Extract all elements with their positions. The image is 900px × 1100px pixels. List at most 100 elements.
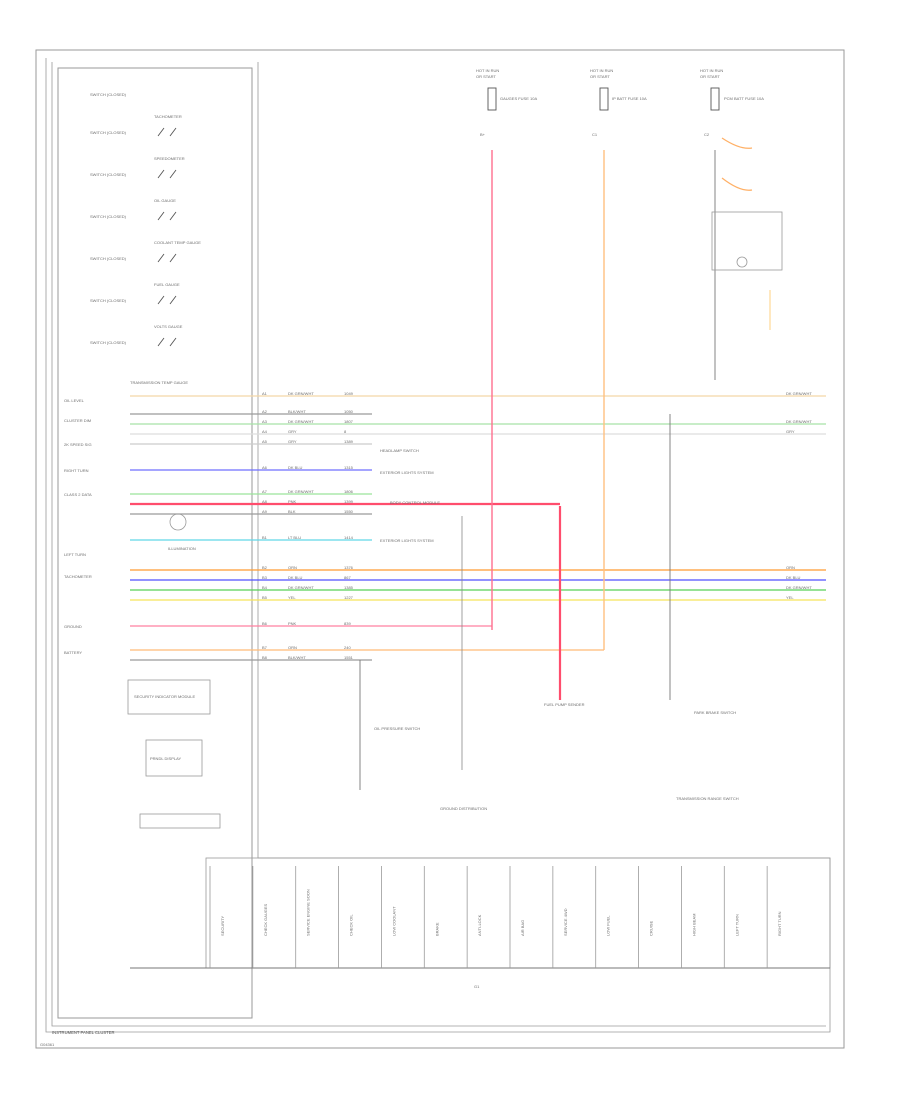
circuit-B8: BLK/WHT bbox=[288, 655, 306, 660]
circuit-B7: ORN bbox=[288, 645, 297, 650]
signal-label-speed_sig: 2K SPEED SIG bbox=[64, 442, 92, 447]
relay-feed-orange bbox=[721, 137, 753, 191]
indicator-label: SERVICE 4WD bbox=[563, 908, 568, 936]
fuse2-symbol bbox=[599, 87, 609, 111]
circuit-num-A9: 1550 bbox=[344, 509, 354, 514]
bcm-note: BODY CONTROL MODULE bbox=[390, 500, 440, 505]
circuit-B5: YEL bbox=[288, 595, 296, 600]
indicator-strip bbox=[205, 857, 831, 969]
prndl-label: PRNDL DISPLAY bbox=[150, 756, 181, 761]
circuit-B4: DK GRN/WHT bbox=[288, 585, 314, 590]
fuse1-line2: OR START bbox=[476, 74, 496, 79]
security-module-box bbox=[127, 679, 211, 715]
wire-dest-A3: DK GRN/WHT bbox=[786, 419, 812, 424]
gauge-switch-coolant_temp_gauge: SWITCH (CLOSED) bbox=[90, 256, 127, 261]
circuit-A2: BLK/WHT bbox=[288, 409, 306, 414]
gauge-name-speedometer: SPEEDOMETER bbox=[154, 156, 185, 161]
circuit-num-A6: 1315 bbox=[344, 465, 354, 470]
fuse2-line2: OR START bbox=[590, 74, 610, 79]
indicator-label: CRUISE bbox=[649, 921, 654, 936]
gauge-symbol-coolant_temp_gauge bbox=[157, 253, 177, 263]
oil-pressure-note: OIL PRESSURE SWITCH bbox=[374, 726, 420, 731]
pin-B8: B8 bbox=[262, 655, 268, 660]
circuit-num-A4: 8 bbox=[344, 429, 347, 434]
pin-B4: B4 bbox=[262, 585, 268, 590]
cluster-title: INSTRUMENT PANEL CLUSTER bbox=[52, 1030, 115, 1035]
signal-label-tach_sig: TACHOMETER bbox=[64, 574, 92, 579]
signal-label-left_turn: LEFT TURN bbox=[64, 552, 86, 557]
fuse1-label: GAUGES FUSE 10A bbox=[500, 96, 537, 101]
switch-label-top: SWITCH (CLOSED) bbox=[90, 92, 127, 97]
trans-range-note: TRANSMISSION RANGE SWITCH bbox=[676, 796, 739, 801]
fuse3-symbol bbox=[710, 87, 720, 111]
circuit-A4: GRY bbox=[288, 429, 297, 434]
circuit-num-B7: 240 bbox=[344, 645, 351, 650]
wire-dest-B3: DK BLU bbox=[786, 575, 801, 580]
relay-lamp bbox=[736, 256, 748, 268]
fuse1-line1: HOT IN RUN bbox=[476, 68, 499, 73]
gauge-name-coolant_temp_gauge: COOLANT TEMP GAUGE bbox=[154, 240, 201, 245]
indicator-label: SERVICE ENGINE SOON bbox=[306, 889, 311, 936]
fuse-block-1: HOT IN RUN OR START GAUGES FUSE 10A B+ bbox=[476, 68, 537, 137]
gauge-name-volt_gauge: VOLTS GAUGE bbox=[154, 324, 183, 329]
circuit-num-A1: 1049 bbox=[344, 391, 354, 396]
signal-label-oil_level: OIL LEVEL bbox=[64, 398, 85, 403]
park-brake-note: PARK BRAKE SWITCH bbox=[694, 710, 736, 715]
circuit-A3: DK GRN/WHT bbox=[288, 419, 314, 424]
ground-label: G1 bbox=[474, 984, 480, 989]
fuse3-label: PCM BATT FUSE 10A bbox=[724, 96, 764, 101]
fuse-block-2: HOT IN RUN OR START IP BATT FUSE 10A C1 bbox=[590, 68, 647, 137]
circuit-num-B4: 1385 bbox=[344, 585, 354, 590]
fuse3-line2: OR START bbox=[700, 74, 720, 79]
gauge-symbol-speedometer bbox=[157, 169, 177, 179]
circuit-num-A3: 1807 bbox=[344, 419, 354, 424]
circuit-A5: GRY bbox=[288, 439, 297, 444]
ext-lights-note2: EXTERIOR LIGHTS SYSTEM bbox=[380, 538, 434, 543]
indicator-label: CHECK GAUGES bbox=[263, 903, 268, 936]
indicator-label: LOW COOLANT bbox=[391, 906, 396, 936]
circuit-num-B8: 1551 bbox=[344, 655, 354, 660]
illumination-label: ILLUMINATION bbox=[168, 546, 196, 551]
signal-label-class2: CLASS 2 DATA bbox=[64, 492, 92, 497]
cluster-enclosure-inner bbox=[45, 58, 831, 1033]
ext-lights-note: EXTERIOR LIGHTS SYSTEM bbox=[380, 470, 434, 475]
gauge-name-fuel_gauge: FUEL GAUGE bbox=[154, 282, 180, 287]
gauge-symbol-fuel_gauge bbox=[157, 295, 177, 305]
wire-dest-B5: YEL bbox=[786, 595, 794, 600]
circuit-B1: LT BLU bbox=[288, 535, 301, 540]
pin-A3: A3 bbox=[262, 419, 268, 424]
pin-A8: A8 bbox=[262, 499, 268, 504]
circuit-B6: PNK bbox=[288, 621, 297, 626]
pin-A4: A4 bbox=[262, 429, 268, 434]
fuse3-code: C2 bbox=[704, 132, 710, 137]
indicator-label: ANTI-LOCK bbox=[477, 914, 482, 936]
cluster-enclosure-inner2 bbox=[51, 62, 826, 1027]
fuse2-label: IP BATT FUSE 10A bbox=[612, 96, 647, 101]
circuit-num-B2: 1376 bbox=[344, 565, 354, 570]
pin-B7: B7 bbox=[262, 645, 268, 650]
circuit-A1: DK GRN/WHT bbox=[288, 391, 314, 396]
fuse2-line1: HOT IN RUN bbox=[590, 68, 613, 73]
circuit-A8: PNK bbox=[288, 499, 297, 504]
illumination-bulb-icon bbox=[169, 513, 187, 531]
indicator-label: AIR BAG bbox=[520, 920, 525, 936]
page-id: G04361 bbox=[40, 1042, 55, 1047]
fuse2-code: C1 bbox=[592, 132, 598, 137]
gauge-name-tachometer: TACHOMETER bbox=[154, 114, 182, 119]
pin-A5: A5 bbox=[262, 439, 268, 444]
indicator-label: LEFT TURN bbox=[734, 914, 739, 936]
indicator-label: BRAKE bbox=[434, 922, 439, 936]
signal-label-battery: BATTERY bbox=[64, 650, 82, 655]
gauge-switch-speedometer: SWITCH (CLOSED) bbox=[90, 172, 127, 177]
gauge-symbol-tachometer bbox=[157, 127, 177, 137]
circuit-num-B5: 1227 bbox=[344, 595, 354, 600]
wire-dest-B2: ORN bbox=[786, 565, 795, 570]
circuit-num-B6: 839 bbox=[344, 621, 351, 626]
signal-label-right_turn: RIGHT TURN bbox=[64, 468, 89, 473]
circuit-num-B1: 1414 bbox=[344, 535, 354, 540]
circuit-A9: BLK bbox=[288, 509, 296, 514]
cluster-enclosure bbox=[57, 67, 253, 1019]
prndl-box bbox=[145, 739, 203, 777]
pin-B3: B3 bbox=[262, 575, 268, 580]
